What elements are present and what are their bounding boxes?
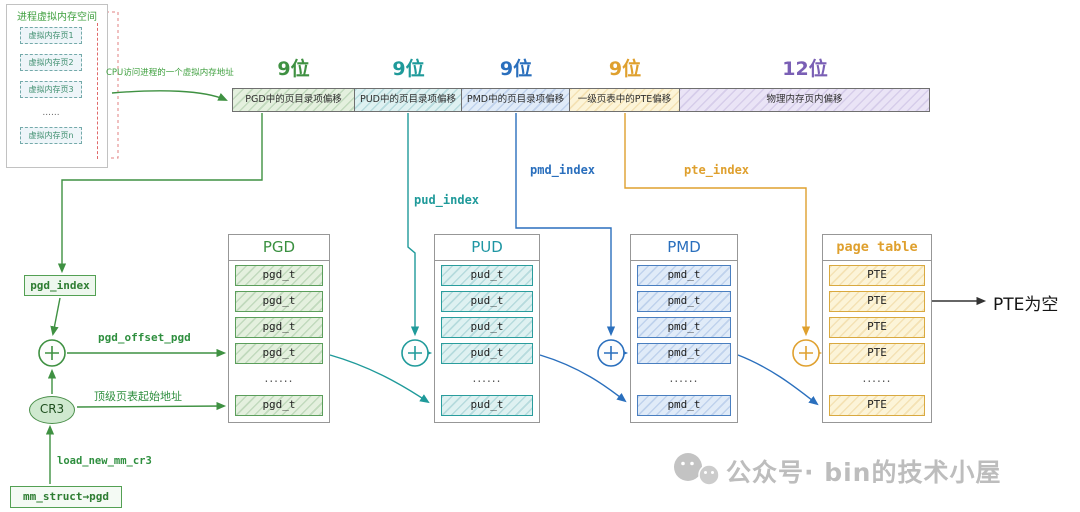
pud-index-wire (407, 113, 420, 337)
bits-label-pmd: 9位 (499, 58, 533, 80)
pud-entry-selected: pud_t (441, 343, 533, 364)
address-segment-pud: PUD中的页目录项偏移 (354, 88, 462, 112)
pgd-table: PGD pgd_t pgd_t pgd_t pgd_t ...... pgd_t (228, 234, 330, 423)
bits-label-pgd: 9位 (277, 58, 310, 80)
pmd-table: PMD pmd_t pmd_t pmd_t pmd_t ...... pmd_t (630, 234, 738, 423)
virtual-memory-space-panel: 进程虚拟内存空间 虚拟内存页1 虚拟内存页2 虚拟内存页3 ...... 虚拟内… (6, 4, 108, 168)
pud-entry: pud_t (441, 291, 533, 312)
pgd-entry-selected: pgd_t (235, 343, 323, 364)
pmd-index-wire (515, 113, 616, 337)
top-table-address-label: 顶级页表起始地址 (94, 390, 182, 403)
green-flow-arrows (45, 90, 263, 484)
pud-ellipsis: ...... (472, 371, 502, 385)
pud-table-title: PUD (435, 235, 539, 261)
pgd-index-wire (57, 113, 263, 274)
watermark-text: 公众号· bin的技术小屋 (726, 458, 1002, 487)
pgd-ellipsis: ...... (264, 371, 294, 385)
vm-panel-title: 进程虚拟内存空间 (17, 12, 97, 23)
cr3-register: CR3 (29, 396, 75, 424)
pmd-ellipsis: ...... (669, 371, 699, 385)
address-segment-pgd: PGD中的页目录项偏移 (232, 88, 355, 112)
pud-entry: pud_t (441, 265, 533, 286)
pmd-entry: pmd_t (637, 291, 731, 312)
pmd-entry: pmd_t (637, 265, 731, 286)
blue-flow-arrows (515, 113, 819, 406)
cpu-access-label: CPU访问进程的一个虚拟内存地址 (106, 68, 234, 78)
pte-entry: PTE (829, 265, 925, 286)
plus-circle-blue-icon (597, 339, 625, 367)
pgd-entry: pgd_t (235, 265, 323, 286)
pte-empty-label: PTE为空 (993, 295, 1059, 315)
pte-entry-base: PTE (829, 395, 925, 416)
pud-entry-base: pud_t (441, 395, 533, 416)
vm-page-1: 虚拟内存页1 (20, 27, 82, 44)
pmd-entry: pmd_t (637, 317, 731, 338)
address-segment-pte: 一级页表中的PTE偏移 (569, 88, 680, 112)
address-segment-offset: 物理内存页内偏移 (679, 88, 930, 112)
pte-entry: PTE (829, 343, 925, 364)
pte-index-wire (624, 113, 811, 337)
pmd-entry-selected: pmd_t (637, 343, 731, 364)
pmd-index-label: pmd_index (530, 163, 596, 177)
pgd-offset-label: pgd_offset_pgd (98, 331, 191, 344)
plus-circle-teal-icon (401, 339, 429, 367)
wechat-icon (674, 453, 720, 486)
pte-entry: PTE (829, 317, 925, 338)
bits-label-offset: 12位 (782, 58, 828, 80)
pte-index-label: pte_index (684, 163, 750, 177)
pmd-entry-to-pagetable-base-arrow (737, 354, 819, 406)
page-table-title: page table (823, 235, 931, 261)
pgd-table-title: PGD (229, 235, 329, 261)
red-dashed-line (97, 23, 98, 159)
mm-struct-pgd-box: mm_struct→pgd (10, 486, 122, 508)
vm-range-red-bracket (106, 11, 119, 159)
pgd-index-box: pgd_index (24, 275, 96, 296)
plus-circle-orange-icon (792, 339, 820, 367)
pud-index-label: pud_index (414, 193, 480, 207)
vm-page-n: 虚拟内存页n (20, 127, 82, 144)
cpu-to-address-arrow (111, 90, 228, 101)
plus-circle-green-icon (38, 339, 66, 367)
pud-entry: pud_t (441, 317, 533, 338)
page-table: page table PTE PTE PTE PTE ...... PTE (822, 234, 932, 423)
cr3-to-pgd-base-arrow (76, 401, 227, 411)
pgd-entry: pgd_t (235, 291, 323, 312)
pgd-entry: pgd_t (235, 317, 323, 338)
pmd-entry-base: pmd_t (637, 395, 731, 416)
pgd-entry-base: pgd_t (235, 395, 323, 416)
pmd-table-title: PMD (631, 235, 737, 261)
vm-page-ellipsis: ...... (42, 108, 60, 118)
pte-ellipsis: ...... (862, 371, 892, 385)
address-segment-pmd: PMD中的页目录项偏移 (461, 88, 570, 112)
pgdindex-to-plus-arrow (50, 297, 61, 337)
pte-entry-selected: PTE (829, 291, 925, 312)
pud-table: PUD pud_t pud_t pud_t pud_t ...... pud_t (434, 234, 540, 423)
vm-page-3: 虚拟内存页3 (20, 81, 82, 98)
load-cr3-label: load_new_mm_cr3 (57, 455, 152, 467)
bits-label-pud: 9位 (392, 58, 425, 80)
vm-page-2: 虚拟内存页2 (20, 54, 82, 71)
pud-entry-to-pmd-base-arrow (539, 354, 627, 403)
pgd-entry-to-pud-base-arrow (329, 354, 430, 404)
bits-label-pte: 9位 (608, 58, 642, 80)
